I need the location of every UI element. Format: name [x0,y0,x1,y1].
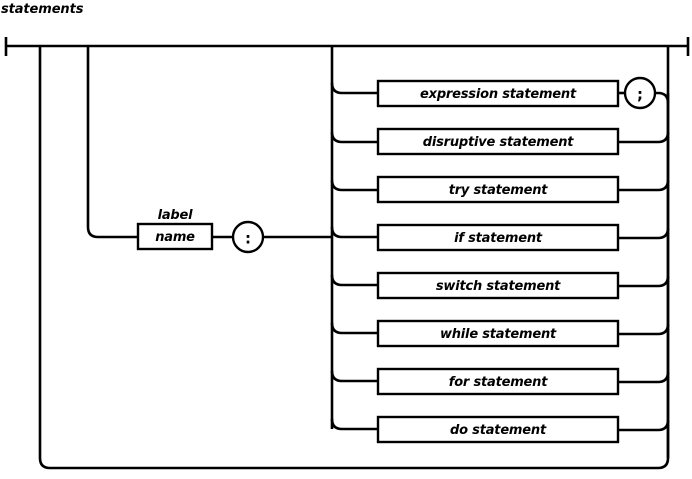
row-4-enter-rail [330,226,378,239]
outer-repeat-loop-rail [38,46,670,470]
page-title: statements [1,2,84,17]
label-above-text: label [158,208,194,223]
row-7-enter-rail [330,370,378,383]
row-5-enter-rail [330,274,378,287]
statement-label-expression-statement: expression statement [420,87,577,102]
row-4-exit-rail [618,227,670,240]
semicolon-token-glyph: ; [637,86,643,104]
label-name-text: name [155,230,195,245]
statement-box-disruptive-statement [376,127,620,156]
row-2-exit-rail [618,131,670,144]
statement-box-expression-statement [376,79,620,108]
statement-label-for-statement: for statement [449,375,548,390]
statement-label-switch-statement: switch statement [436,279,561,294]
statement-label-disruptive-statement: disruptive statement [423,135,575,150]
statement-label-try-statement: try statement [449,183,549,198]
row-6-exit-rail [618,323,670,336]
statement-box-try-statement [376,175,620,204]
row-7-exit-rail [618,371,670,384]
statement-label-while-statement: while statement [440,327,557,342]
label-name-box [136,222,214,251]
statement-label-do-statement: do statement [450,423,547,438]
row-2-enter-rail [330,131,378,144]
row-5-exit-rail [618,275,670,288]
statement-label-if-statement: if statement [454,231,543,246]
colon-token-glyph: : [245,230,251,248]
row-8-enter-rail [330,418,378,431]
colon-token-circle [231,220,265,254]
row-1-enter-rail [330,82,378,95]
row-1-exit-rail [655,91,670,104]
row-8-exit-rail [618,419,670,432]
row-3-enter-rail [330,179,378,192]
statement-box-do-statement [376,415,620,444]
row-6-enter-rail [330,322,378,335]
row-3-exit-rail [618,179,670,192]
label-branch-rail [86,46,138,239]
